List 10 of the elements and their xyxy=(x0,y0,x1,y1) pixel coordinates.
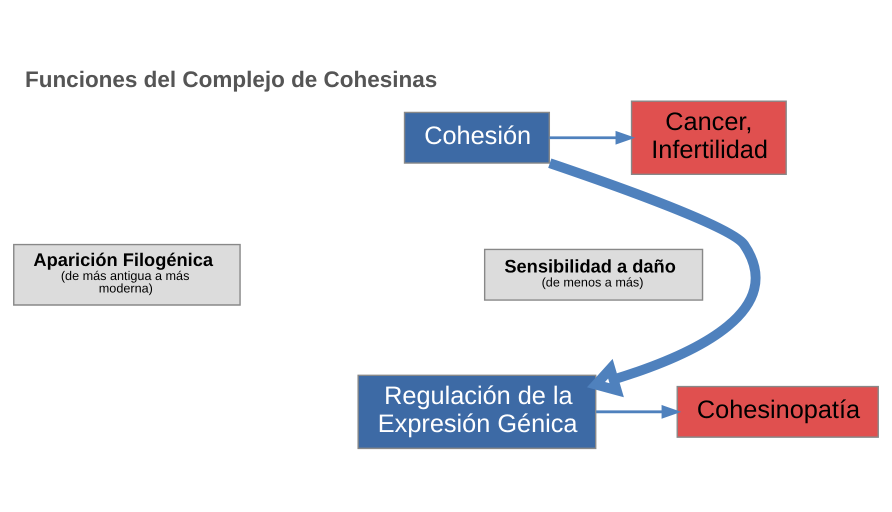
node-box: Cancer, Infertilidad xyxy=(630,100,787,174)
arrow xyxy=(596,404,682,418)
diagram-title: Funciones del Complejo de Cohesinas xyxy=(24,66,438,92)
node-box: Aparición Filogénica (de más antigua a más moderna) xyxy=(13,243,241,306)
arrow xyxy=(549,130,636,144)
node-box: Regulación de la Expresión Génica xyxy=(357,374,596,449)
node-box: Cohesinopatía xyxy=(676,385,879,438)
node-box: Cohesión xyxy=(404,111,550,164)
node-box: Sensibilidad a daño (de menos a más) xyxy=(484,248,704,300)
arrow xyxy=(548,158,760,397)
